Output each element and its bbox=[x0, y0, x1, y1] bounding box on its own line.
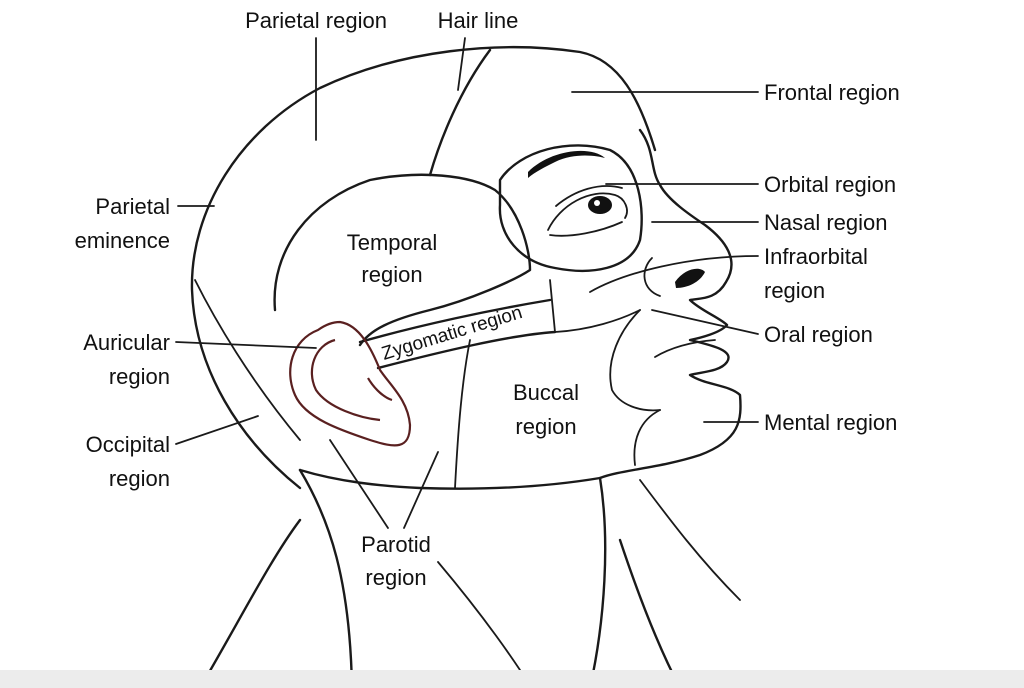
label-temporal-line2: region bbox=[361, 262, 422, 287]
label-occipital-line1: Occipital bbox=[86, 432, 170, 457]
label-mental-region: Mental region bbox=[764, 410, 897, 435]
label-temporal-line1: Temporal bbox=[347, 230, 437, 255]
eye-highlight bbox=[594, 200, 600, 206]
temporal-region-outline bbox=[273, 173, 532, 347]
nose-ala bbox=[643, 257, 661, 297]
infraorbital-line bbox=[554, 309, 641, 333]
label-zygomatic-region: Zygomatic region bbox=[379, 302, 525, 365]
nostril bbox=[675, 268, 705, 288]
ear-concha bbox=[367, 377, 393, 402]
neck-shoulder-left bbox=[198, 518, 302, 688]
bottom-edge-bar bbox=[0, 670, 1024, 688]
orbit-outline bbox=[498, 144, 643, 272]
label-auricular-line1: Auricular bbox=[83, 330, 170, 355]
hair-line-curve bbox=[428, 48, 492, 177]
eye-iris bbox=[588, 196, 612, 214]
label-parotid-line1: Parotid bbox=[361, 532, 431, 557]
leader-parotid-region-right bbox=[403, 451, 439, 529]
label-nasal-region: Nasal region bbox=[764, 210, 888, 235]
label-buccal-line2: region bbox=[515, 414, 576, 439]
label-infraorbital-line2: region bbox=[764, 278, 825, 303]
zygomatic-band-upper bbox=[358, 298, 552, 344]
mental-region-outline bbox=[633, 409, 661, 466]
label-auricular-line2: region bbox=[109, 364, 170, 389]
label-oral-region: Oral region bbox=[764, 322, 873, 347]
leader-parotid-region-bottom bbox=[437, 561, 521, 671]
oral-region-outline bbox=[609, 309, 661, 412]
neck-front bbox=[588, 476, 607, 688]
head-outline bbox=[190, 46, 657, 490]
neck-inner bbox=[639, 479, 741, 601]
eye-crease bbox=[555, 185, 623, 207]
eye-upper-lid bbox=[547, 192, 628, 231]
jaw-line bbox=[298, 468, 602, 490]
eyebrow bbox=[528, 150, 605, 178]
label-parietal-eminence-line2: eminence bbox=[75, 228, 170, 253]
leader-auricular-region bbox=[175, 341, 317, 349]
lip-line bbox=[654, 339, 716, 358]
eye-lower-lid bbox=[549, 221, 623, 237]
label-occipital-line2: region bbox=[109, 466, 170, 491]
leader-occipital-region bbox=[175, 415, 259, 445]
label-parotid-line2: region bbox=[365, 565, 426, 590]
zygomatic-band-lower bbox=[376, 330, 557, 370]
zygomatic-band-end bbox=[549, 279, 556, 333]
neck-back bbox=[298, 468, 354, 688]
label-parietal-eminence-line1: Parietal bbox=[95, 194, 170, 219]
label-orbital-region: Orbital region bbox=[764, 172, 896, 197]
label-hair-line: Hair line bbox=[438, 8, 519, 33]
ear-outer bbox=[289, 320, 412, 447]
label-buccal-line1: Buccal bbox=[513, 380, 579, 405]
leader-infraorbital-region bbox=[589, 255, 759, 293]
label-parietal-region: Parietal region bbox=[245, 8, 387, 33]
occipital-divider bbox=[194, 279, 301, 441]
label-infraorbital-line1: Infraorbital bbox=[764, 244, 868, 269]
label-frontal-region: Frontal region bbox=[764, 80, 900, 105]
ear-inner bbox=[310, 338, 381, 422]
face-profile bbox=[598, 128, 742, 480]
neck-shoulder-right bbox=[618, 538, 682, 688]
buccal-left-line bbox=[454, 339, 471, 489]
leader-hair-line bbox=[457, 37, 466, 91]
leader-parotid-region-left bbox=[329, 439, 389, 529]
leader-oral-region bbox=[651, 309, 759, 335]
